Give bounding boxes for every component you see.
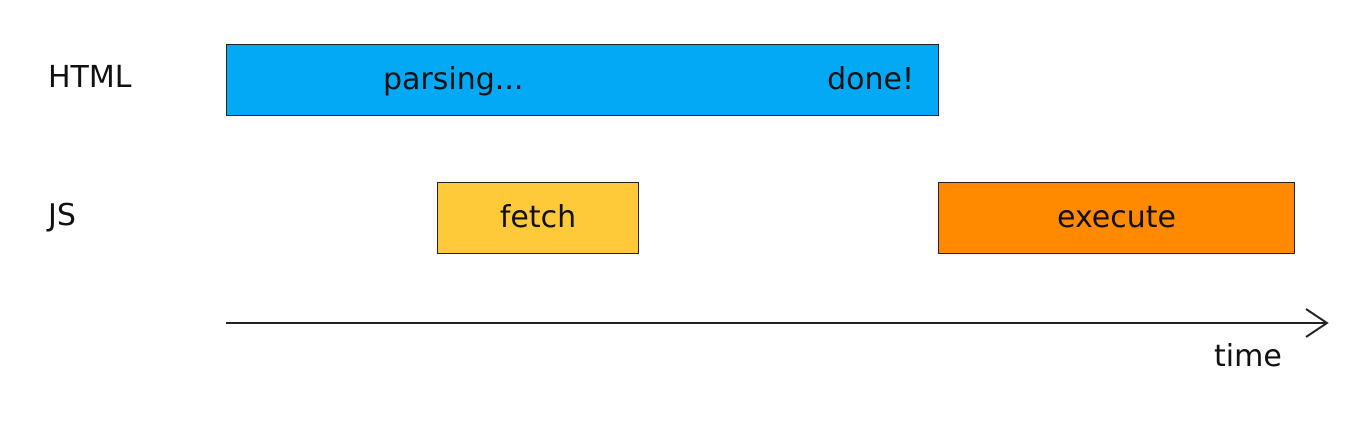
row-label-js: JS bbox=[48, 198, 76, 233]
parsing-text: parsing... bbox=[383, 62, 524, 97]
time-axis-arrowhead bbox=[1305, 308, 1329, 338]
js-fetch-bar: fetch bbox=[437, 182, 639, 254]
time-axis-label: time bbox=[1214, 339, 1282, 374]
html-parsing-bar: parsing... done! bbox=[226, 44, 939, 116]
done-text: done! bbox=[827, 62, 914, 97]
row-label-html: HTML bbox=[48, 60, 132, 95]
execute-text: execute bbox=[1057, 200, 1176, 235]
fetch-text: fetch bbox=[499, 200, 577, 235]
js-execute-bar: execute bbox=[938, 182, 1295, 254]
